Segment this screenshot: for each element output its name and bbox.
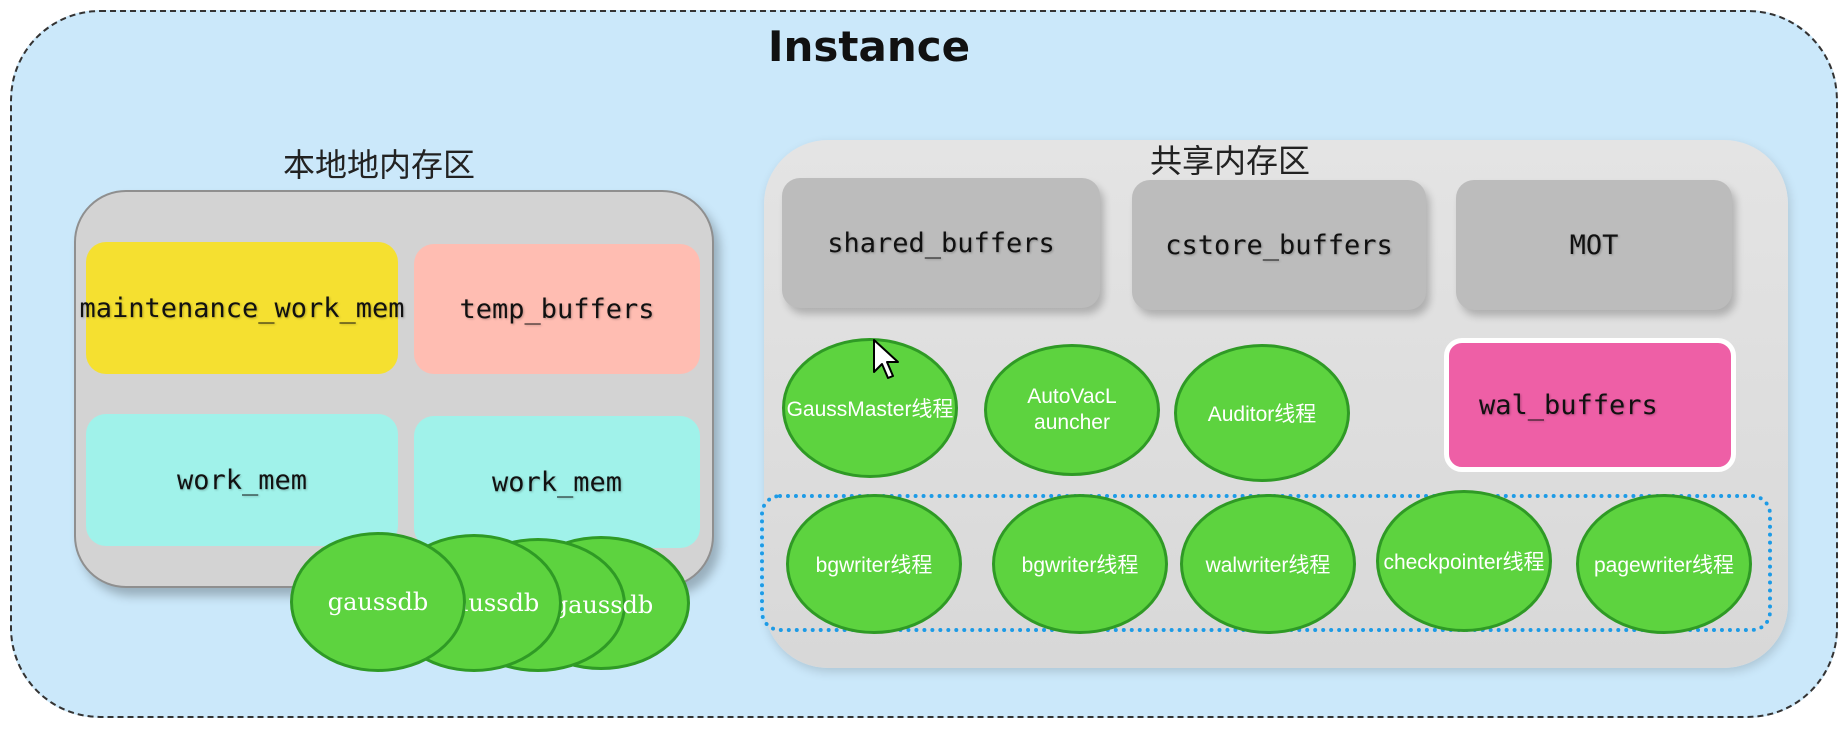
shared-buffers-label: shared_buffers <box>827 227 1055 259</box>
temp-buffers-box: temp_buffers <box>414 244 700 374</box>
work-mem-label-2: work_mem <box>491 466 623 498</box>
work-mem-box-2: work_mem <box>414 416 700 548</box>
work-mem-box-1: work_mem <box>86 414 398 546</box>
temp-buffers-label: temp_buffers <box>459 293 655 325</box>
gaussdb-ellipse-1: gaussdb <box>290 532 466 672</box>
walwriter-thread-ellipse: walwriter线程 <box>1180 494 1356 634</box>
bgwriter-thread-ellipse-1: bgwriter线程 <box>786 494 962 634</box>
mot-box: MOT <box>1456 180 1732 310</box>
gaussmaster-thread-ellipse: GaussMaster线程 <box>782 338 958 478</box>
pagewriter-thread-ellipse: pagewriter线程 <box>1576 494 1752 634</box>
walwriter-thread-label: walwriter线程 <box>1205 554 1331 577</box>
gaussdb-label-1: gaussdb <box>327 588 429 616</box>
wal-buffers-label: wal_buffers <box>1479 389 1658 421</box>
shared-memory-label: 共享内存区 <box>1149 142 1310 180</box>
diagram-title: Instance <box>767 22 971 71</box>
mouse-cursor-icon <box>873 339 899 379</box>
bgwriter-thread-label-1: bgwriter线程 <box>815 554 933 577</box>
auditor-thread-label: Auditor线程 <box>1207 403 1317 426</box>
checkpointer-thread-ellipse: checkpointer线程 <box>1376 490 1552 632</box>
maintenance-work-mem-box: maintenance_work_mem <box>79 242 405 374</box>
bgwriter-thread-ellipse-2: bgwriter线程 <box>992 494 1168 634</box>
maintenance-work-mem-label: maintenance_work_mem <box>79 292 405 324</box>
gaussdb-label-3: gaussdb <box>552 591 654 619</box>
pagewriter-thread-label: pagewriter线程 <box>1593 554 1735 577</box>
autovac-launcher-ellipse: AutoVacL auncher <box>984 344 1160 476</box>
shared-buffers-box: shared_buffers <box>782 178 1100 308</box>
autovac-launcher-label: AutoVacL auncher <box>1027 385 1117 434</box>
checkpointer-thread-label: checkpointer线程 <box>1383 551 1545 574</box>
cstore-buffers-label: cstore_buffers <box>1165 229 1393 261</box>
cstore-buffers-box: cstore_buffers <box>1132 180 1426 310</box>
mot-label: MOT <box>1569 229 1619 261</box>
work-mem-label-1: work_mem <box>176 464 308 496</box>
gaussmaster-thread-label: GaussMaster线程 <box>786 398 954 421</box>
auditor-thread-ellipse: Auditor线程 <box>1174 344 1350 482</box>
local-memory-label: 本地地内存区 <box>282 146 475 184</box>
wal-buffers-box: wal_buffers <box>1444 338 1736 472</box>
bgwriter-thread-label-2: bgwriter线程 <box>1021 554 1139 577</box>
